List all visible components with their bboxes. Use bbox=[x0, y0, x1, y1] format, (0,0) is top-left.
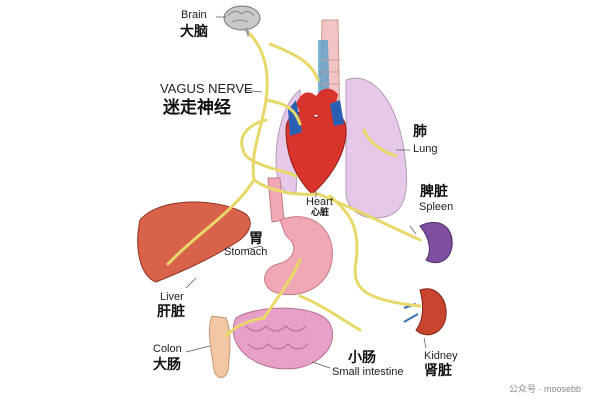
vagus-nerve-branches bbox=[166, 32, 422, 338]
stomach-illustration bbox=[264, 177, 333, 296]
brain-label-zh: 大脑 bbox=[180, 23, 208, 39]
small-intestine-label-en: Small intestine bbox=[332, 366, 404, 378]
spleen-illustration bbox=[419, 221, 453, 264]
leader-lines bbox=[185, 16, 427, 369]
heart-illustration bbox=[285, 88, 347, 195]
brain-label-en: Brain bbox=[181, 9, 207, 21]
kidney-illustration bbox=[403, 288, 447, 336]
spleen-label-en: Spleen bbox=[419, 201, 454, 213]
vagus-nerve-label-zh: 迷走神经 bbox=[163, 98, 231, 117]
heart-label-zh: 心脏 bbox=[311, 207, 330, 217]
colon-label-zh: 大肠 bbox=[153, 356, 181, 372]
kidney-label-zh: 肾脏 bbox=[424, 362, 452, 378]
liver-illustration bbox=[137, 201, 251, 283]
lung-label-zh: 肺 bbox=[413, 123, 427, 139]
liver-label-en: Liver bbox=[160, 291, 184, 303]
vagus-nerve-label-en: VAGUS NERVE bbox=[160, 81, 253, 96]
brain-illustration bbox=[223, 5, 261, 37]
spleen-label-zh: 脾脏 bbox=[420, 183, 448, 199]
liver-label-zh: 肝脏 bbox=[157, 303, 185, 319]
small-intestine-label-zh: 小肠 bbox=[348, 349, 376, 365]
kidney-label-en: Kidney bbox=[424, 350, 458, 362]
small-intestine-illustration bbox=[232, 307, 334, 370]
stomach-label-en: Stomach bbox=[224, 246, 268, 258]
lung-label-en: Lung bbox=[413, 143, 438, 155]
heart-label-en: Heart bbox=[306, 196, 333, 208]
colon-label-en: Colon bbox=[153, 343, 182, 355]
colon-illustration bbox=[208, 315, 231, 378]
watermark: 公众号 · moosebb bbox=[509, 384, 582, 394]
stomach-label-zh: 胃 bbox=[249, 230, 263, 246]
